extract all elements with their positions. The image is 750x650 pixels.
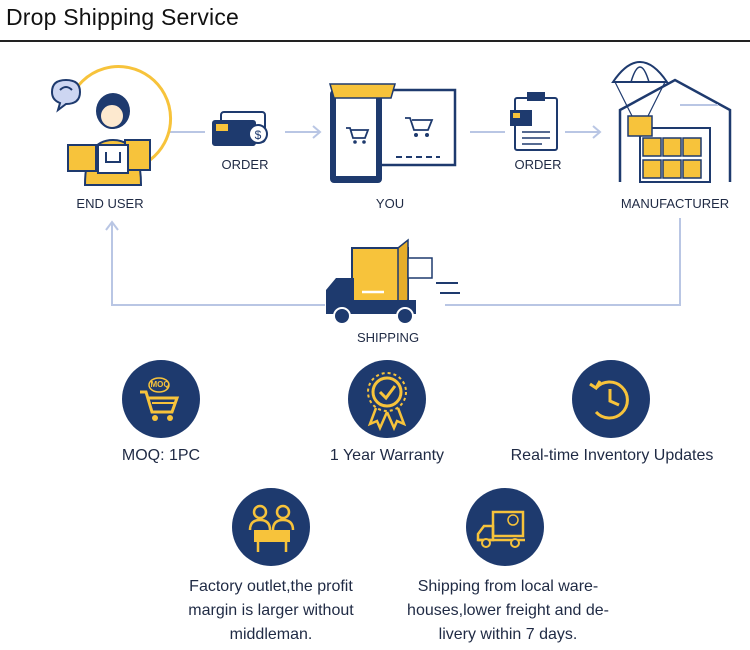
feature-moq-label: MOQ: 1PC (121, 447, 201, 464)
inventory-feature-icon (572, 360, 650, 438)
benefit-factory-line-2: margin is larger without (188, 602, 354, 619)
benefit-shipping-line-2: houses,lower freight and de- (407, 602, 609, 619)
page-title: Drop Shipping Service (6, 4, 240, 30)
benefit-factory-line-1: Factory outlet,the profit (189, 578, 353, 595)
flow-connectors (105, 125, 681, 306)
benefit-local-shipping: Shipping from local ware- houses,lower f… (390, 575, 626, 647)
shipping-label: SHIPPING (356, 330, 420, 345)
end-user-label: END USER (76, 196, 144, 211)
you-label: YOU (375, 196, 405, 211)
connector-manufacturer-shipping (445, 218, 681, 306)
connector-shipping-user (111, 222, 325, 306)
moq-feature-icon (122, 360, 200, 438)
order-label-2: ORDER (514, 157, 562, 172)
title-divider (0, 40, 750, 42)
local-warehouse-shipping-icon (466, 488, 544, 566)
arrow-to-you (312, 125, 322, 139)
manufacturer-label: MANUFACTURER (620, 196, 730, 211)
feature-warranty-label: 1 Year Warranty (329, 447, 445, 464)
feature-inventory-label: Real-time Inventory Updates (510, 447, 714, 464)
order-label-1: ORDER (221, 157, 269, 172)
clipboard-icon (510, 92, 558, 151)
payment-card-icon: $ (212, 111, 268, 146)
storefront-devices-icon (329, 83, 457, 183)
end-user-icon (50, 65, 173, 186)
moq-badge-text: MOQ (150, 380, 169, 389)
svg-text:$: $ (255, 128, 262, 142)
factory-outlet-icon (232, 488, 310, 566)
arrow-to-manufacturer (592, 125, 602, 139)
warranty-feature-icon (348, 360, 426, 438)
benefit-shipping-line-1: Shipping from local ware- (417, 578, 599, 595)
shipping-truck-icon (326, 238, 460, 325)
arrow-to-end-user (105, 220, 119, 231)
warehouse-icon (611, 61, 732, 183)
benefit-shipping-line-3: livery within 7 days. (438, 626, 578, 643)
benefit-factory-outlet: Factory outlet,the profit margin is larg… (160, 575, 382, 647)
benefit-factory-line-3: middleman. (229, 626, 313, 643)
